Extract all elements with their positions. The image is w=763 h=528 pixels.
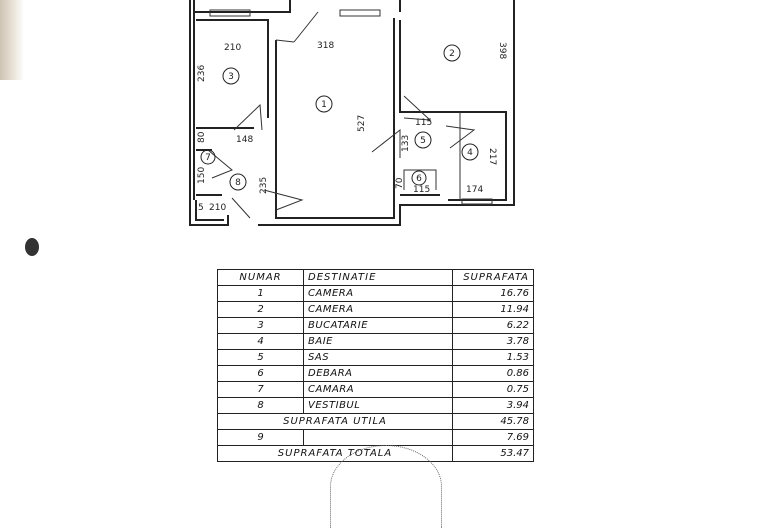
table-row: 1 CAMERA 16.76: [217, 285, 534, 302]
row-destination: VESTIBUL: [303, 397, 453, 414]
row-number: 2: [217, 301, 304, 318]
row-area: 11.94: [452, 301, 534, 318]
row-destination: BAIE: [303, 333, 453, 350]
room-markers: 1 2 3 4 5 6 7 8: [200, 44, 479, 191]
dim-115-top: 115: [415, 118, 432, 128]
stamp-mark: [330, 445, 442, 528]
row-area: 0.86: [452, 365, 534, 382]
room-3-label: 3: [228, 72, 234, 82]
table-row: 4 BAIE 3.78: [217, 333, 534, 350]
total-area-value: 53.47: [452, 445, 534, 462]
util-area-row: SUPRAFATA UTILA 45.78: [217, 413, 534, 430]
paper-edge-shadow: [0, 0, 24, 80]
row-number: 3: [217, 317, 304, 334]
inner-walls: [195, 18, 507, 221]
row-area: 16.76: [452, 285, 534, 302]
dim-398: 398: [497, 42, 507, 59]
floor-plan: 210 318 398 236 527 148 115 133 217 150 …: [189, 0, 515, 226]
dim-70: 70: [395, 177, 405, 189]
header-destinatie: DESTINATIE: [303, 269, 453, 286]
header-suprafata: SUPRAFATA: [452, 269, 534, 286]
row-number: 1: [217, 285, 304, 302]
row-destination: CAMERA: [303, 285, 453, 302]
row-number: 6: [217, 365, 304, 382]
dim-5: 5: [198, 203, 204, 213]
row-area: 3.94: [452, 397, 534, 414]
table-row: 9 7.69: [217, 429, 534, 446]
room-5-label: 5: [420, 136, 426, 146]
area-table: NUMAR DESTINATIE SUPRAFATA 1 CAMERA 16.7…: [217, 269, 534, 462]
row-destination: [303, 429, 453, 446]
row-number: 8: [217, 397, 304, 414]
room-7-label: 7: [205, 153, 211, 163]
table-row: 6 DEBARA 0.86: [217, 365, 534, 382]
row-area: 6.22: [452, 317, 534, 334]
dim-150: 150: [197, 167, 207, 184]
outer-walls: [189, 0, 515, 226]
table-row: 8 VESTIBUL 3.94: [217, 397, 534, 414]
dim-235: 235: [259, 177, 269, 194]
table-row: 2 CAMERA 11.94: [217, 301, 534, 318]
dim-174: 174: [466, 185, 483, 195]
room-4-label: 4: [467, 148, 473, 158]
dim-210-bottom: 210: [209, 203, 226, 213]
dim-318: 318: [317, 41, 334, 51]
table-header-row: NUMAR DESTINATIE SUPRAFATA: [217, 269, 534, 286]
dim-133: 133: [401, 135, 411, 152]
dimension-labels: 210 318 398 236 527 148 115 133 217 150 …: [197, 41, 507, 213]
row-area: 3.78: [452, 333, 534, 350]
table-row: 5 SAS 1.53: [217, 349, 534, 366]
dim-217: 217: [487, 148, 497, 165]
table-row: 3 BUCATARIE 6.22: [217, 317, 534, 334]
room-2-label: 2: [449, 49, 455, 59]
util-area-label: SUPRAFATA UTILA: [217, 413, 453, 430]
util-area-value: 45.78: [452, 413, 534, 430]
row-destination: DEBARA: [303, 365, 453, 382]
row-number: 9: [217, 429, 304, 446]
punch-hole: [25, 238, 39, 256]
dim-236: 236: [197, 65, 207, 82]
row-area: 0.75: [452, 381, 534, 398]
windows: [209, 9, 493, 205]
row-number: 5: [217, 349, 304, 366]
dim-527: 527: [357, 115, 367, 132]
room-1-label: 1: [321, 100, 327, 110]
row-area: 7.69: [452, 429, 534, 446]
row-destination: CAMARA: [303, 381, 453, 398]
row-number: 7: [217, 381, 304, 398]
dim-80: 80: [197, 131, 207, 143]
row-destination: SAS: [303, 349, 453, 366]
room-6-label: 6: [416, 174, 422, 184]
dim-148: 148: [236, 135, 253, 145]
table-row: 7 CAMARA 0.75: [217, 381, 534, 398]
row-destination: BUCATARIE: [303, 317, 453, 334]
row-destination: CAMERA: [303, 301, 453, 318]
header-numar: NUMAR: [217, 269, 304, 286]
dim-210-top: 210: [224, 43, 241, 53]
door-swings: [207, 11, 476, 219]
row-number: 4: [217, 333, 304, 350]
row-area: 1.53: [452, 349, 534, 366]
dim-115-bottom: 115: [413, 185, 430, 195]
room-8-label: 8: [235, 178, 241, 188]
